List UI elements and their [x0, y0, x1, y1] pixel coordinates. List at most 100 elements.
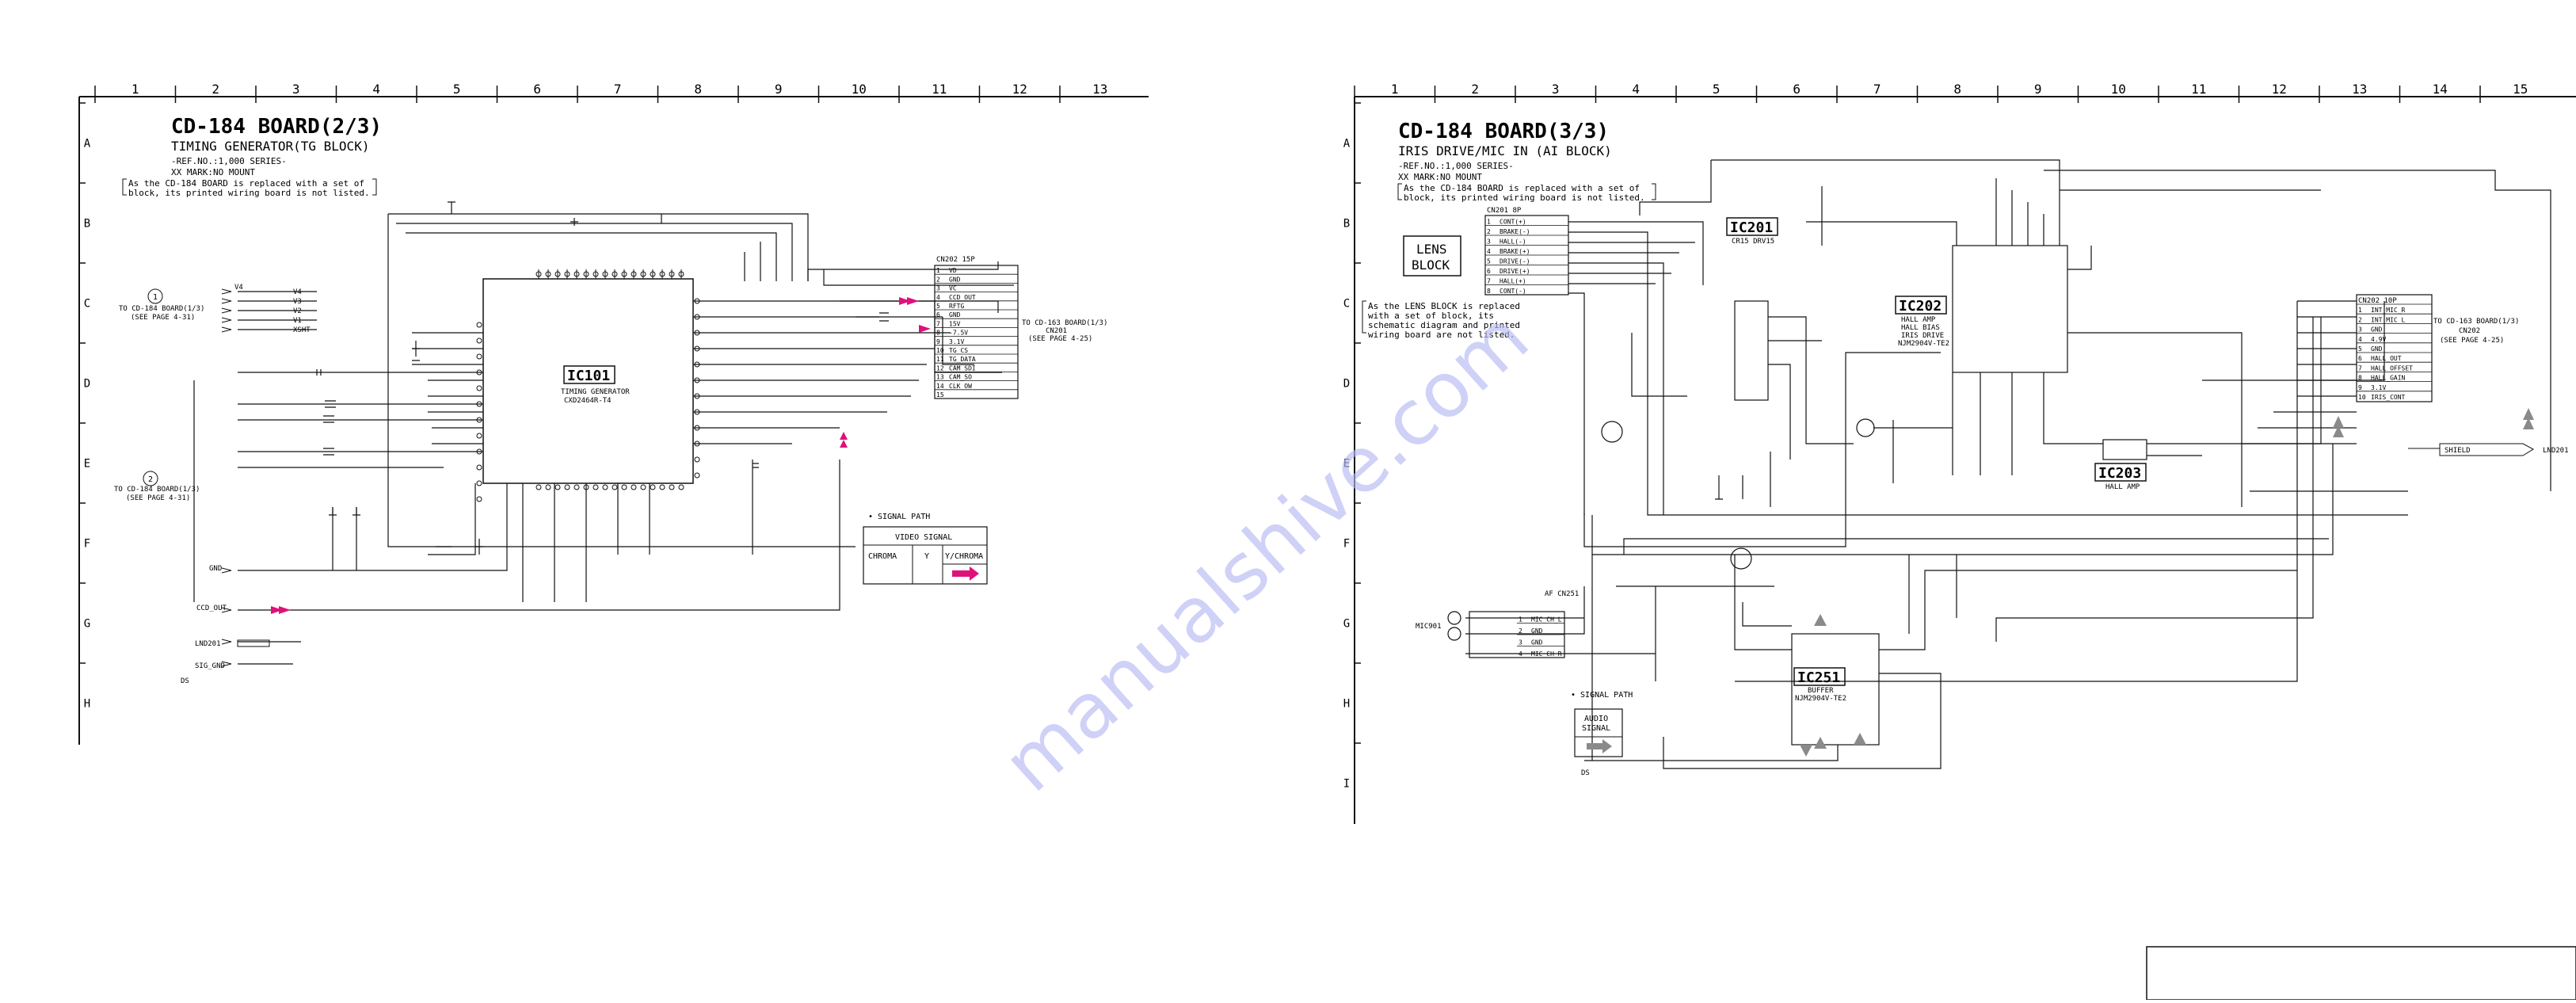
- conn-pin-number: 12: [936, 364, 944, 372]
- left-ychroma: Y/CHROMA: [945, 552, 983, 561]
- ic101-label: IC101: [567, 368, 610, 384]
- grid-col-label: 8: [1953, 82, 1961, 97]
- conn-pin-label: 4.9V: [2371, 336, 2386, 343]
- svg-text:1: 1: [153, 293, 158, 302]
- grid-row-label: G: [1343, 618, 1350, 631]
- conn-pin-label: CCD_OUT: [949, 294, 976, 301]
- conn-pin-label: HALL(+): [1499, 278, 1526, 285]
- ic-pin-pad: [659, 271, 665, 277]
- ic-pin-pad: [593, 484, 599, 490]
- conn-pin-number: 15: [936, 391, 944, 399]
- conn-pin-number: 2: [2358, 316, 2362, 323]
- left-ref: -REF.NO.:1,000 SERIES-: [171, 156, 287, 166]
- grid-col-label: 1: [131, 82, 139, 97]
- left-to-right-line1: TO CD-163 BOARD(1/3): [1022, 319, 1107, 327]
- left-lnd-label: LND201: [195, 640, 221, 648]
- ic-pin-pad: [564, 484, 570, 490]
- ic-pin-pad: [621, 484, 627, 490]
- grid-col-label: 7: [614, 82, 622, 97]
- conn-pin-number: 1: [2358, 307, 2362, 314]
- right-transistors: [1601, 418, 1875, 570]
- bus-label: V1: [293, 317, 302, 325]
- grid-col-label: 15: [2513, 82, 2528, 97]
- conn-pin-number: 13: [936, 374, 944, 381]
- grid-col-label: 14: [2433, 82, 2448, 97]
- right-mark: XX MARK:NO MOUNT: [1398, 172, 1482, 182]
- conn-pin-number: 5: [1487, 258, 1491, 265]
- ic-pin-pad: [612, 271, 618, 277]
- conn-pin-label: HALL_GAIN: [2371, 375, 2406, 382]
- left-components: [316, 201, 889, 555]
- ic251-label: IC251: [1797, 669, 1840, 686]
- grid-row-label: G: [84, 618, 90, 631]
- grid-col-label: 2: [1471, 82, 1479, 97]
- lens-note-1: As the LENS BLOCK is replaced: [1368, 301, 1520, 311]
- grid-col-label: 11: [2191, 82, 2206, 97]
- shield-bus: [2439, 443, 2535, 456]
- right-wiring: [1465, 159, 2551, 769]
- right-cn202-label: CN202 10P: [2358, 297, 2397, 305]
- ic202-sub3: IRIS DRIVE: [1901, 332, 1944, 340]
- grid-col-label: 9: [2034, 82, 2042, 97]
- conn-pin-label: CLK_OW: [949, 383, 972, 390]
- ic-pin-pad: [669, 271, 675, 277]
- conn-pin-number: 4: [1487, 248, 1491, 255]
- grid-row-label: D: [1343, 378, 1350, 391]
- grid-col-label: 13: [1092, 82, 1107, 97]
- ic-pin-pad: [659, 484, 665, 490]
- left-title: CD-184 BOARD(2/3): [171, 115, 382, 139]
- right-ref: -REF.NO.:1,000 SERIES-: [1398, 161, 1514, 171]
- conn-pin-number: 8: [936, 330, 940, 337]
- left-gnd-label: GND: [209, 565, 222, 573]
- left-subtitle: TIMING GENERATOR(TG BLOCK): [171, 139, 369, 154]
- left-siggnd-label: SIG_GND: [195, 662, 225, 670]
- ic201-sub: CR15 DRV15: [1732, 238, 1774, 246]
- ic202-sub4: NJM2904V-TE2: [1898, 340, 1949, 348]
- grid-row-label: H: [84, 698, 90, 711]
- jack-label: AF CN251: [1545, 590, 1579, 598]
- shield-label: SHIELD: [2445, 447, 2471, 455]
- grid-row-label: B: [84, 218, 90, 231]
- conn-pin-number: 7: [2358, 364, 2362, 372]
- conn-pin-label: IRIS_CONT: [2371, 394, 2406, 401]
- ic251-sub2: NJM2904V-TE2: [1795, 695, 1846, 703]
- ic-pin-pad: [593, 271, 599, 277]
- conn-pin-label: DRIVE(-): [1499, 258, 1530, 265]
- conn-pin-label: -7.5V: [949, 330, 968, 337]
- conn-pin-label: VD: [949, 267, 957, 274]
- grid-col-label: 2: [211, 82, 219, 97]
- conn-pin-number: 14: [936, 383, 944, 390]
- left-to-c-line1: TO CD-184 BOARD(1/3): [119, 305, 204, 313]
- ic-pin-pad: [545, 271, 551, 277]
- lens-note-4: wiring board are not listed.: [1368, 330, 1515, 340]
- conn-pin-label: GND: [1531, 627, 1543, 635]
- ic-pin-pad: [650, 484, 656, 490]
- ic-pin-pad: [669, 484, 675, 490]
- page-corner-box: [2146, 946, 2576, 1001]
- lens-block-label-1: LENS: [1416, 242, 1447, 257]
- ic203-sub: HALL AMP: [2105, 483, 2140, 491]
- left-to-right-line3: (SEE PAGE 4-25): [1028, 335, 1092, 343]
- conn-pin-label: INT_MIC_R: [2371, 307, 2406, 314]
- grid-frame-left: [78, 96, 1149, 745]
- conn-pin-label: BRAKE(-): [1499, 228, 1530, 235]
- grid-col-label: 4: [372, 82, 380, 97]
- conn-pin-number: 10: [936, 347, 944, 354]
- ic-pin-pad: [476, 353, 482, 360]
- ic-pin-pad: [631, 484, 637, 490]
- conn-pin-label: GND: [2371, 345, 2383, 353]
- conn-pin-number: 4: [2358, 336, 2362, 343]
- ic101-sub1: TIMING GENERATOR: [561, 388, 630, 396]
- ic-pin-pad: [545, 484, 551, 490]
- ic203-body: [2102, 439, 2147, 460]
- lens-cn201-label: CN201 8P: [1487, 207, 1522, 215]
- conn-pin-label: TG_DATA: [949, 356, 976, 363]
- grid-row-label: A: [84, 138, 91, 151]
- left-sheet: CD-184 BOARD(2/3) TIMING GENERATOR(TG BL…: [114, 115, 1107, 685]
